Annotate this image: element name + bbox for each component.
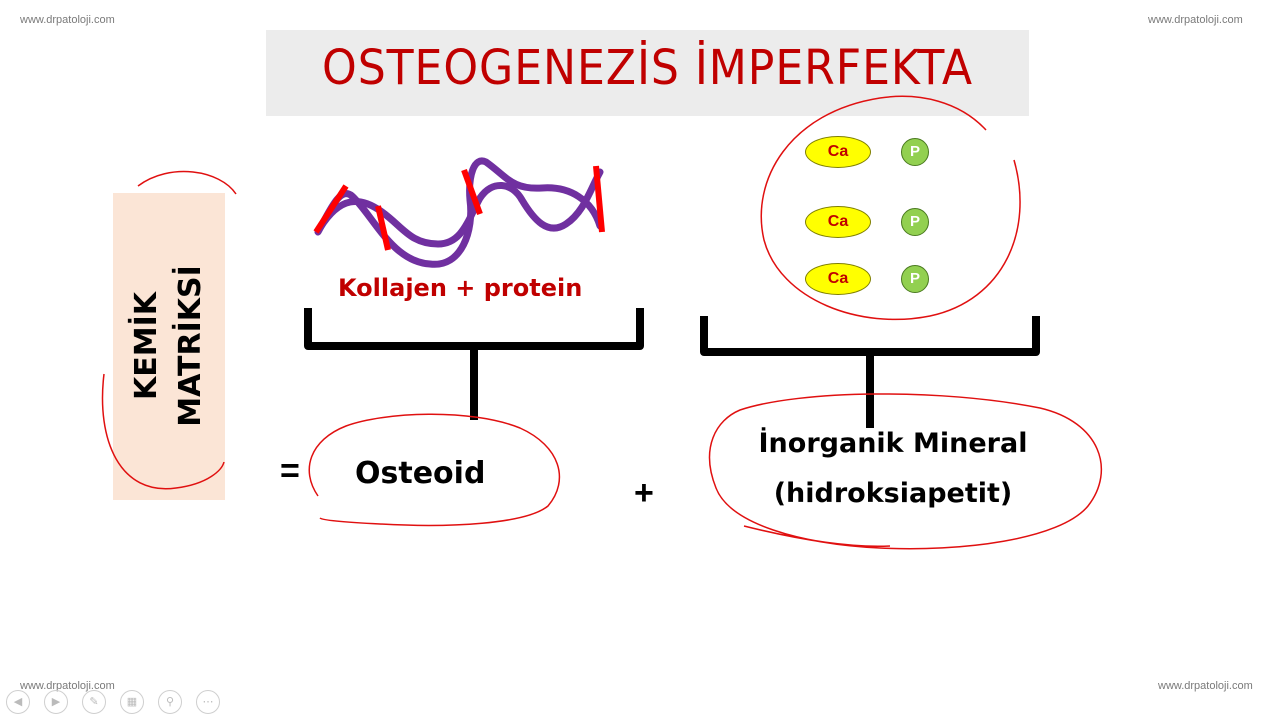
calcium-ion-2: Ca [805,206,871,238]
watermark-bottom-right: www.drpatoloji.com [1158,680,1253,692]
crosslink-3 [461,168,483,216]
collagen-strand-1 [314,157,604,268]
title-background [266,30,1029,116]
calcium-ion-3: Ca [805,263,871,295]
plus-sign: + [634,474,654,512]
watermark-bottom-left: www.drpatoloji.com [20,680,115,692]
watermark-top-right: www.drpatoloji.com [1148,14,1243,26]
pen-icon[interactable]: ✎ [82,690,106,714]
phosphate-ion-3: P [901,265,929,293]
mineral-label-line1: İnorganik Mineral [758,428,1028,459]
osteoid-label: Osteoid [355,456,486,491]
annotation-circle-ions [760,95,1021,321]
annotation-arc-side [101,170,237,490]
more-icon[interactable]: ⋯ [196,690,220,714]
collagen-label: Kollajen + protein [338,274,583,302]
annotation-circle-osteoid [308,413,561,527]
grid-icon[interactable]: ▦ [120,690,144,714]
bracket-right [700,316,1040,428]
mineral-label-line2: (hidroksiapetit) [773,478,1013,509]
crosslink-1 [313,184,349,234]
bracket-left [304,308,644,420]
side-label-box [113,193,225,500]
equals-sign: = [280,452,300,490]
watermark-top-left: www.drpatoloji.com [20,14,115,26]
crosslink-2 [375,205,391,251]
prev-icon[interactable]: ◀ [6,690,30,714]
zoom-icon[interactable]: ⚲ [158,690,182,714]
next-icon[interactable]: ▶ [44,690,68,714]
crosslink-4 [593,165,605,233]
annotation-circle-mineral [708,393,1103,550]
calcium-ion-1: Ca [805,136,871,168]
phosphate-ion-1: P [901,138,929,166]
slide-title: OSTEOGENEZİS İMPERFEKTA [322,40,973,96]
phosphate-ion-2: P [901,208,929,236]
